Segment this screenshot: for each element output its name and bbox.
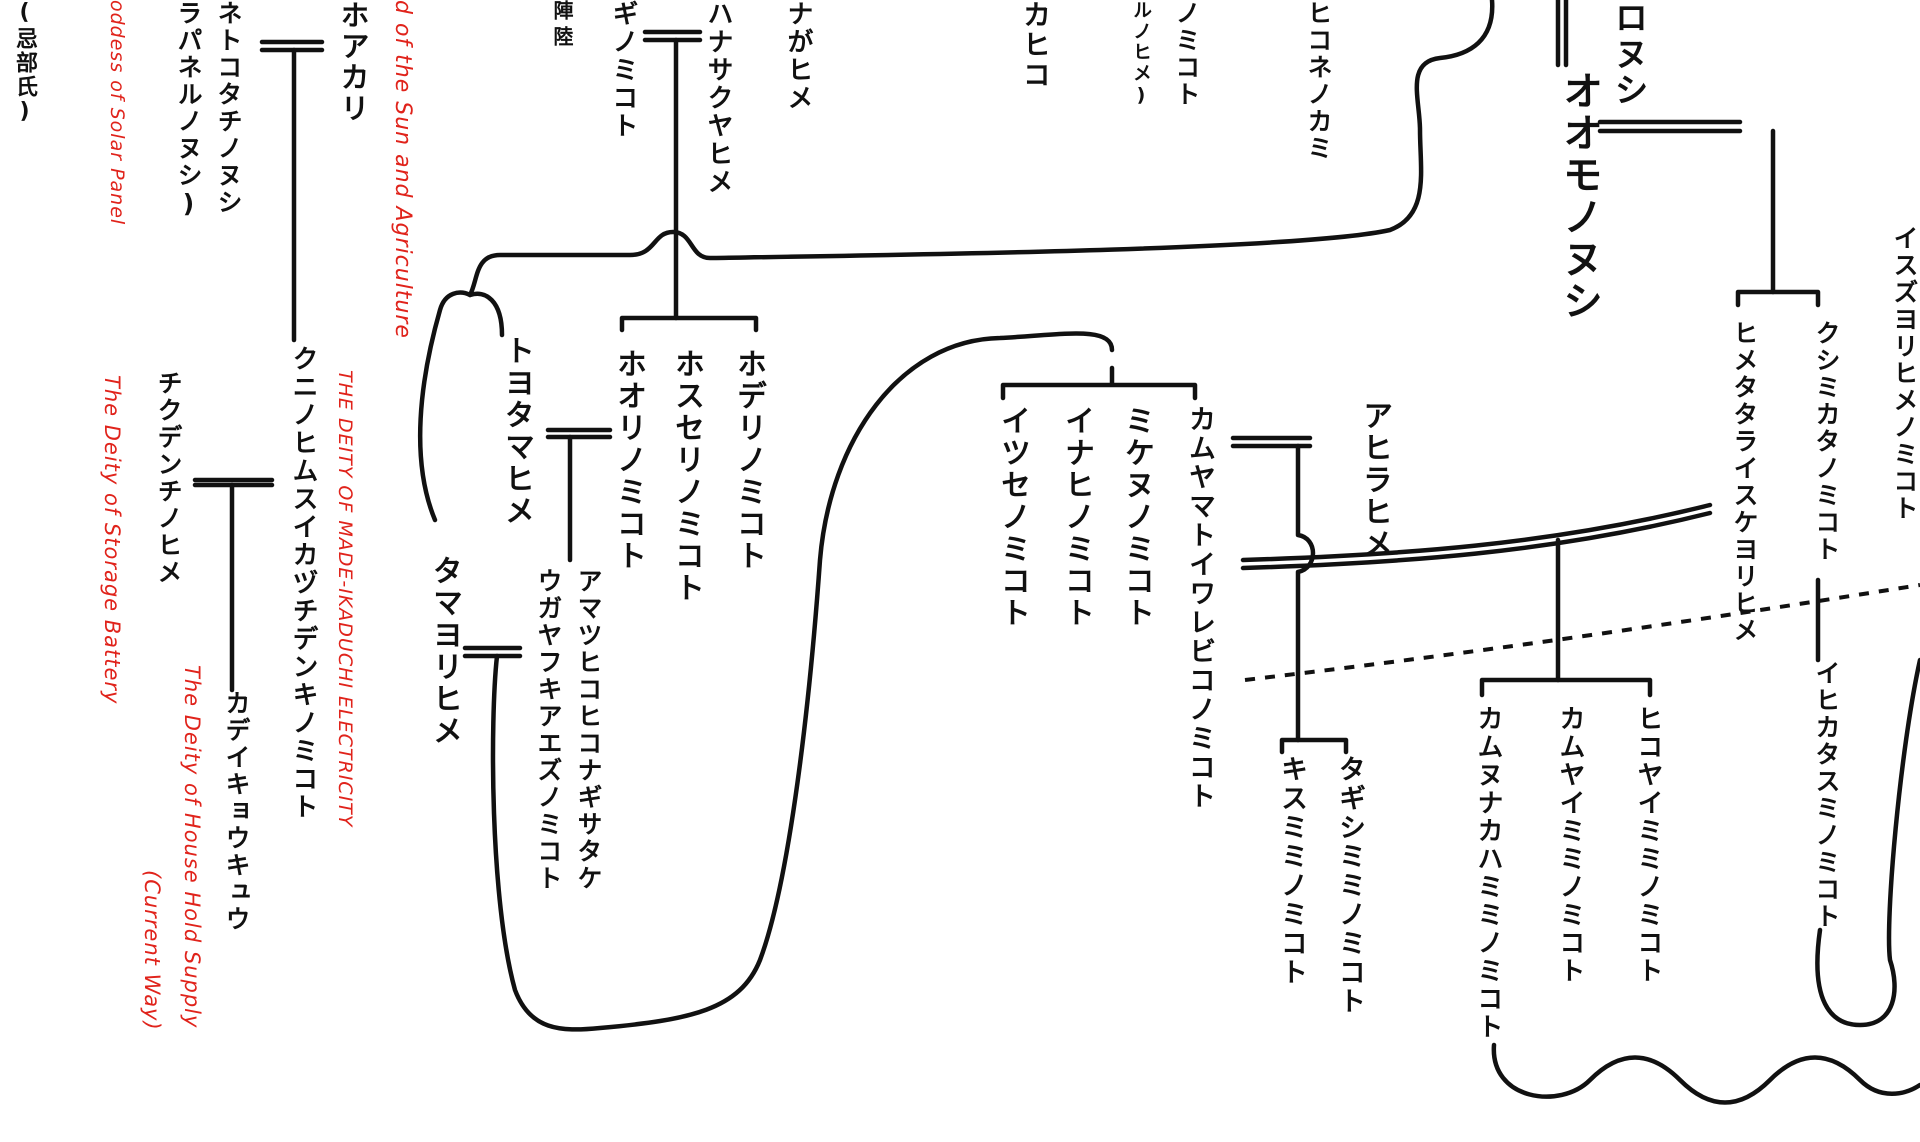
- name-kahiko: カヒコ: [1019, 0, 1052, 90]
- descent-line-ahira: [1295, 443, 1316, 743]
- name-mikenu: ミケヌノミコト: [1119, 405, 1154, 629]
- name-isuzuyorihime: イスズヨリヒメノミコト: [1890, 225, 1919, 522]
- name-kanji-jin: 陣: [550, 0, 574, 22]
- name-no-mikoto-top: ノミコト: [1172, 0, 1201, 108]
- wavy-border-bottom: [1491, 1042, 1920, 1105]
- name-ro-nushi: ロヌシ: [1608, 0, 1648, 108]
- name-solar-panel-nushi: ラパネルノヌシ): [174, 0, 203, 220]
- name-gi-no-mikoto: ギノミコト: [608, 0, 638, 140]
- name-kamuyamato-iwarebiko: カムヤマトイワレビコノミコト: [1184, 405, 1215, 811]
- annotation-solar-panel: oddess of Solar Panel: [106, 0, 128, 226]
- name-naga-hime: ナがヒメ: [783, 0, 813, 112]
- sibling-bar-itsuse: [1000, 365, 1198, 401]
- name-ihikatasumi: イヒカタスミノミコト: [1812, 660, 1841, 930]
- sibling-bar-kisumimi: [1279, 737, 1349, 755]
- connector-oomononushi: [467, 0, 1495, 298]
- annotation-current-way: (Current Way): [140, 870, 164, 1031]
- name-imbe-clan: (忌部氏): [12, 0, 37, 126]
- name-kanji-riku: 陸: [550, 26, 574, 48]
- name-inahi: イナヒノミコト: [1059, 405, 1094, 629]
- loop-tamayori: [490, 331, 1115, 1032]
- sibling-bar-hoderi: [619, 315, 759, 333]
- name-kisumimi: キスミミノミコト: [1276, 755, 1307, 987]
- dashed-line-current-way: [1244, 583, 1920, 682]
- marriage-line-isuzu: [1240, 502, 1713, 571]
- name-tamayori-hime: タマヨリヒメ: [427, 555, 462, 747]
- toyotama-branch: [417, 290, 505, 523]
- marriage-line-hoakari: [259, 39, 325, 53]
- name-kamununakawamimi: カムヌナカハミミノミコト: [1473, 705, 1503, 1041]
- name-ahira-hime: アヒラヒメ: [1357, 400, 1392, 560]
- name-hanasakuya-hime: ハナサクヤヒメ: [703, 0, 733, 196]
- name-hoakari: ホアカリ: [336, 0, 370, 124]
- name-kamuyaimimi: カムヤイミミノミコト: [1555, 705, 1585, 985]
- annotation-sun-agriculture: d of the Sun and Agriculture: [390, 0, 415, 339]
- name-itsuse: イツセノミコト: [995, 405, 1030, 629]
- annotation-ikaduchi-electricity: THE DEITY OF MADE-IKADUCHI ELECTRICITY: [334, 370, 356, 828]
- sibling-bar-kamununakawa: [1479, 677, 1653, 698]
- name-oomononushi: オオモノヌシ: [1556, 70, 1602, 322]
- name-hosuseri: ホスセリノミコト: [669, 348, 704, 604]
- name-ru-no-hime: ルノヒメ): [1130, 0, 1152, 108]
- name-hoderi: ホデリノミコト: [731, 348, 766, 572]
- name-tagishimimi: タギシミミノミコト: [1334, 755, 1365, 1016]
- name-hoori: ホオリノミコト: [611, 348, 646, 572]
- name-kunihimusu-ikaduchi: クニノヒムスイカヅチデンキノミコト: [288, 345, 318, 821]
- name-chikudenchi-hime: チクデンチノヒメ: [154, 370, 183, 586]
- name-himetatara-isuke-yorihime: ヒメタタライスケヨリヒメ: [1730, 320, 1759, 644]
- name-kushimikata: クシミカタノミコト: [1812, 320, 1841, 563]
- marriage-line-oomononushi: [1597, 119, 1743, 134]
- name-toyotama-hime: トヨタマヒメ: [499, 335, 534, 527]
- name-ugayafukiaezu: ウガヤフキアエズノミコト: [534, 568, 563, 892]
- annotation-storage-battery: The Deity of Storage Battery: [100, 375, 124, 705]
- name-kadei-kyokyu: カデイキョウキュウ: [222, 690, 251, 933]
- sibling-bar-himetatara: [1735, 289, 1821, 308]
- name-netokotachi: ネトコタチノヌシ: [214, 0, 243, 216]
- name-hikone-no-kami: ヒコネノカミ: [1304, 0, 1333, 162]
- annotation-household-supply: The Deity of House Hold Supply: [180, 665, 204, 1029]
- loop-ihikatasumi: [1815, 657, 1920, 1028]
- marriage-line-tamayori: [462, 645, 523, 659]
- name-hikoyaimimi: ヒコヤイミミノミコト: [1633, 705, 1663, 985]
- name-amatsuhiko: アマツヒコヒコナギサタケ: [574, 568, 603, 892]
- double-line-oomononushi: [1555, 0, 1569, 68]
- marriage-line-hoori: [545, 427, 613, 440]
- marriage-line-hanasakuya: [642, 29, 703, 43]
